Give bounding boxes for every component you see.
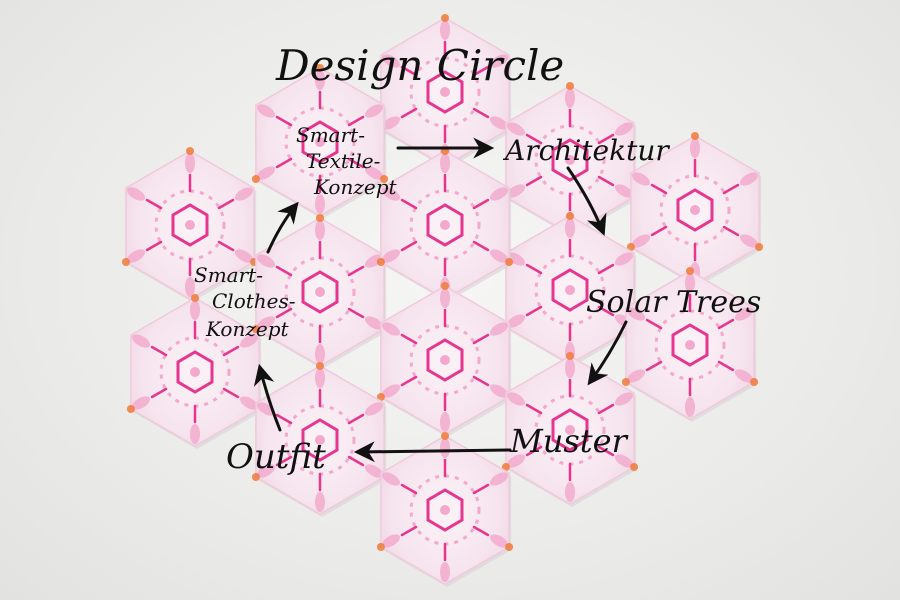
corner-tape (630, 463, 639, 471)
hexagon-tile (121, 147, 259, 302)
corner-tape (441, 432, 449, 440)
corner-tape (691, 132, 699, 140)
corner-tape (686, 267, 694, 275)
corner-tape (126, 405, 135, 413)
hexagon-tile (501, 82, 639, 237)
arrow-clothes-to-textile (266, 201, 299, 254)
corner-tape (626, 243, 635, 251)
node-architektur: Architektur (502, 134, 670, 167)
node-label-line: Textile- (306, 149, 381, 173)
corner-tape (501, 463, 510, 471)
hexagon-tiles (121, 14, 764, 587)
corner-tape (621, 378, 630, 386)
hexagon-tile (126, 294, 264, 449)
hexagon-tile (626, 132, 764, 287)
arrow-muster-to-outfit (353, 441, 512, 463)
hexagon-tile (376, 282, 514, 437)
hexagon-tile (501, 352, 639, 507)
hexagon-tile (376, 432, 514, 587)
corner-tape (755, 243, 764, 251)
hexagon-tile (376, 147, 514, 302)
node-smart-clothes: Smart- Clothes- Konzept (194, 263, 296, 341)
corner-tape (441, 14, 449, 22)
corner-tape (191, 294, 199, 302)
arrow-solar-trees-to-muster (587, 320, 628, 386)
corner-tape (505, 258, 514, 266)
node-label-line: Konzept (313, 175, 398, 199)
corner-tape (316, 362, 324, 370)
node-solar-trees: Solar Trees (586, 285, 761, 320)
node-muster: Muster (509, 422, 629, 460)
corner-tape (376, 258, 385, 266)
corner-tape (441, 282, 449, 290)
corner-tape (316, 214, 324, 222)
corner-tape (251, 175, 260, 183)
corner-tape (380, 175, 389, 183)
arrow-architektur-to-solar-trees (566, 166, 607, 236)
hexagon-tile (251, 64, 389, 219)
corner-tape (186, 147, 194, 155)
corner-tape (566, 352, 574, 360)
hexagon-tile (251, 214, 389, 369)
node-label-line: Smart- (194, 263, 263, 287)
corner-tape (121, 258, 130, 266)
corner-tape (316, 64, 324, 72)
node-smart-textile: Smart- Textile- Konzept (296, 123, 398, 199)
node-label-line: Smart- (296, 123, 365, 147)
corner-tape (376, 543, 385, 551)
hexagon-tile (376, 14, 514, 169)
node-label-line: Clothes- (212, 289, 296, 313)
node-outfit: Outfit (226, 437, 326, 477)
corner-tape (251, 325, 260, 333)
node-label-line: Konzept (205, 317, 290, 341)
cycle-arrows (253, 137, 628, 463)
corner-tape (750, 378, 759, 386)
diagram-title: Design Circle (275, 41, 564, 90)
corner-tape (251, 473, 260, 481)
corner-tape (376, 393, 385, 401)
corner-tape (566, 82, 574, 90)
corner-tape (566, 212, 574, 220)
arrow-outfit-to-clothes (253, 363, 282, 432)
hexagon-tile (621, 267, 759, 422)
corner-tape (505, 543, 514, 551)
